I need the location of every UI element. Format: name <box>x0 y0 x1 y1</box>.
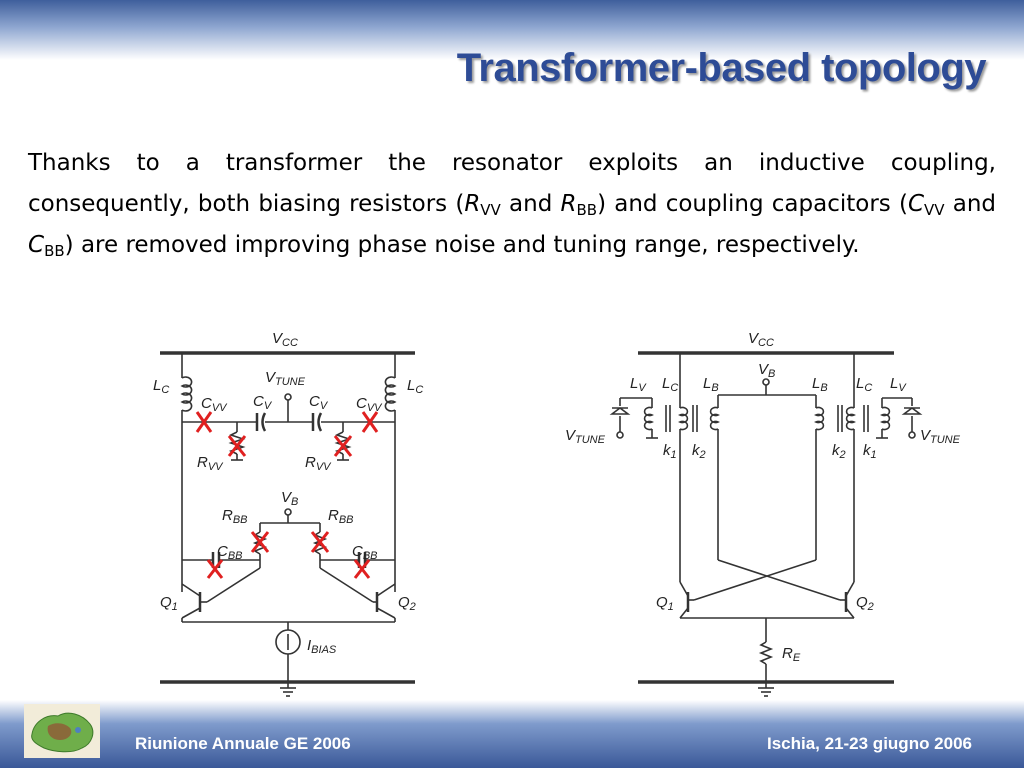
label-cbb-left: CBB <box>217 543 243 562</box>
inductor-lb-left <box>709 406 720 431</box>
label-rvv-left: RVV <box>197 454 224 473</box>
removed-cvv-right <box>361 411 379 433</box>
slide-title: Transformer-based topology <box>456 46 987 90</box>
label-rbb-right: RBB <box>328 507 354 526</box>
removed-cvv-left <box>195 411 213 433</box>
label-q2-r: Q2 <box>856 594 874 613</box>
label-lb-right: LB <box>812 375 828 394</box>
label-vtune-left-r: VTUNE <box>565 427 606 446</box>
symbol-cvv-sub: VV <box>924 201 945 219</box>
label-vtune: VTUNE <box>265 369 306 388</box>
label-q1-r: Q1 <box>656 594 674 613</box>
label-lc-left-r: LC <box>662 375 678 394</box>
removed-cbb-left <box>206 559 224 579</box>
symbol-cbb: C <box>28 232 45 258</box>
body-text-part-1: Thanks to a transformer the resonator ex… <box>28 150 996 217</box>
label-ibias: IBIAS <box>307 637 337 656</box>
label-vcc-r: VCC <box>748 330 774 349</box>
label-rbb-left: RBB <box>222 507 248 526</box>
body-paragraph: Thanks to a transformer the resonator ex… <box>28 143 996 266</box>
label-k1-right: k1 <box>863 442 877 461</box>
body-text-and-2: and <box>944 191 996 217</box>
footer-band <box>0 700 1024 768</box>
symbol-cvv: C <box>907 191 924 217</box>
symbol-cbb-sub: BB <box>44 242 65 260</box>
footer-date-location: Ischia, 21-23 giugno 2006 <box>766 734 972 753</box>
inductor-lc-right-r <box>845 406 856 431</box>
label-lv-right: LV <box>890 375 907 394</box>
resistor-rvv-left <box>228 431 246 455</box>
label-lc-right-r: LC <box>856 375 872 394</box>
inductor-lv-left <box>643 406 654 431</box>
label-cvv-left: CVV <box>201 395 228 414</box>
label-cvv-right: CVV <box>356 395 383 414</box>
inductor-lc-right <box>384 376 397 412</box>
label-lb-left: LB <box>703 375 719 394</box>
header-band <box>0 0 1024 60</box>
removed-rvv-left <box>227 435 247 457</box>
label-k2-right: k2 <box>832 442 846 461</box>
varactor-left <box>609 407 631 415</box>
label-lc-left: LC <box>153 377 169 396</box>
body-text-part-2: ) and coupling capacitors ( <box>597 191 908 217</box>
label-vb: VB <box>281 489 298 508</box>
label-cv-left: CV <box>253 393 273 412</box>
label-vb-r: VB <box>758 361 775 380</box>
symbol-rvv: R <box>464 191 481 217</box>
removed-rbb-left <box>250 531 270 553</box>
inductor-lc-left <box>180 376 193 412</box>
body-text-and-1: and <box>500 191 561 217</box>
label-lv-left: LV <box>630 375 647 394</box>
label-rvv-right: RVV <box>305 454 332 473</box>
label-k1-left: k1 <box>663 442 677 461</box>
symbol-rbb: R <box>560 191 577 217</box>
removed-components-marks <box>195 411 379 579</box>
removed-cbb-right <box>353 559 371 579</box>
label-q1: Q1 <box>160 594 178 613</box>
resistor-re <box>758 641 774 665</box>
label-cv-right: CV <box>309 393 329 412</box>
inductor-lv-right <box>880 406 891 431</box>
removed-rvv-right <box>333 435 353 457</box>
label-re: RE <box>782 645 801 664</box>
right-circuit-diagram: VCC VB LV LC LB LB LC LV VTUNE VTUNE k1 … <box>565 330 961 697</box>
footer-event-name: Riunione Annuale GE 2006 <box>135 734 351 753</box>
label-cbb-right: CBB <box>352 543 378 562</box>
label-lc-right: LC <box>407 377 423 396</box>
varactor-right <box>901 407 923 415</box>
body-text-part-3: ) are removed improving phase noise and … <box>64 232 860 258</box>
label-q2: Q2 <box>398 594 416 613</box>
label-vtune-right-r: VTUNE <box>920 427 961 446</box>
left-circuit-diagram: VCC VTUNE LC LC CVV CVV CV CV RVV RVV VB… <box>153 330 423 697</box>
inductor-lb-right <box>814 406 825 431</box>
label-vcc: VCC <box>272 330 298 349</box>
region-map-logo <box>24 704 100 758</box>
symbol-rbb-sub: BB <box>576 201 598 219</box>
inductor-lc-left-r <box>678 406 689 431</box>
label-k2-left: k2 <box>692 442 706 461</box>
resistor-rvv-right <box>334 431 352 455</box>
symbol-rvv-sub: VV <box>480 201 501 219</box>
removed-rbb-right <box>310 531 330 553</box>
